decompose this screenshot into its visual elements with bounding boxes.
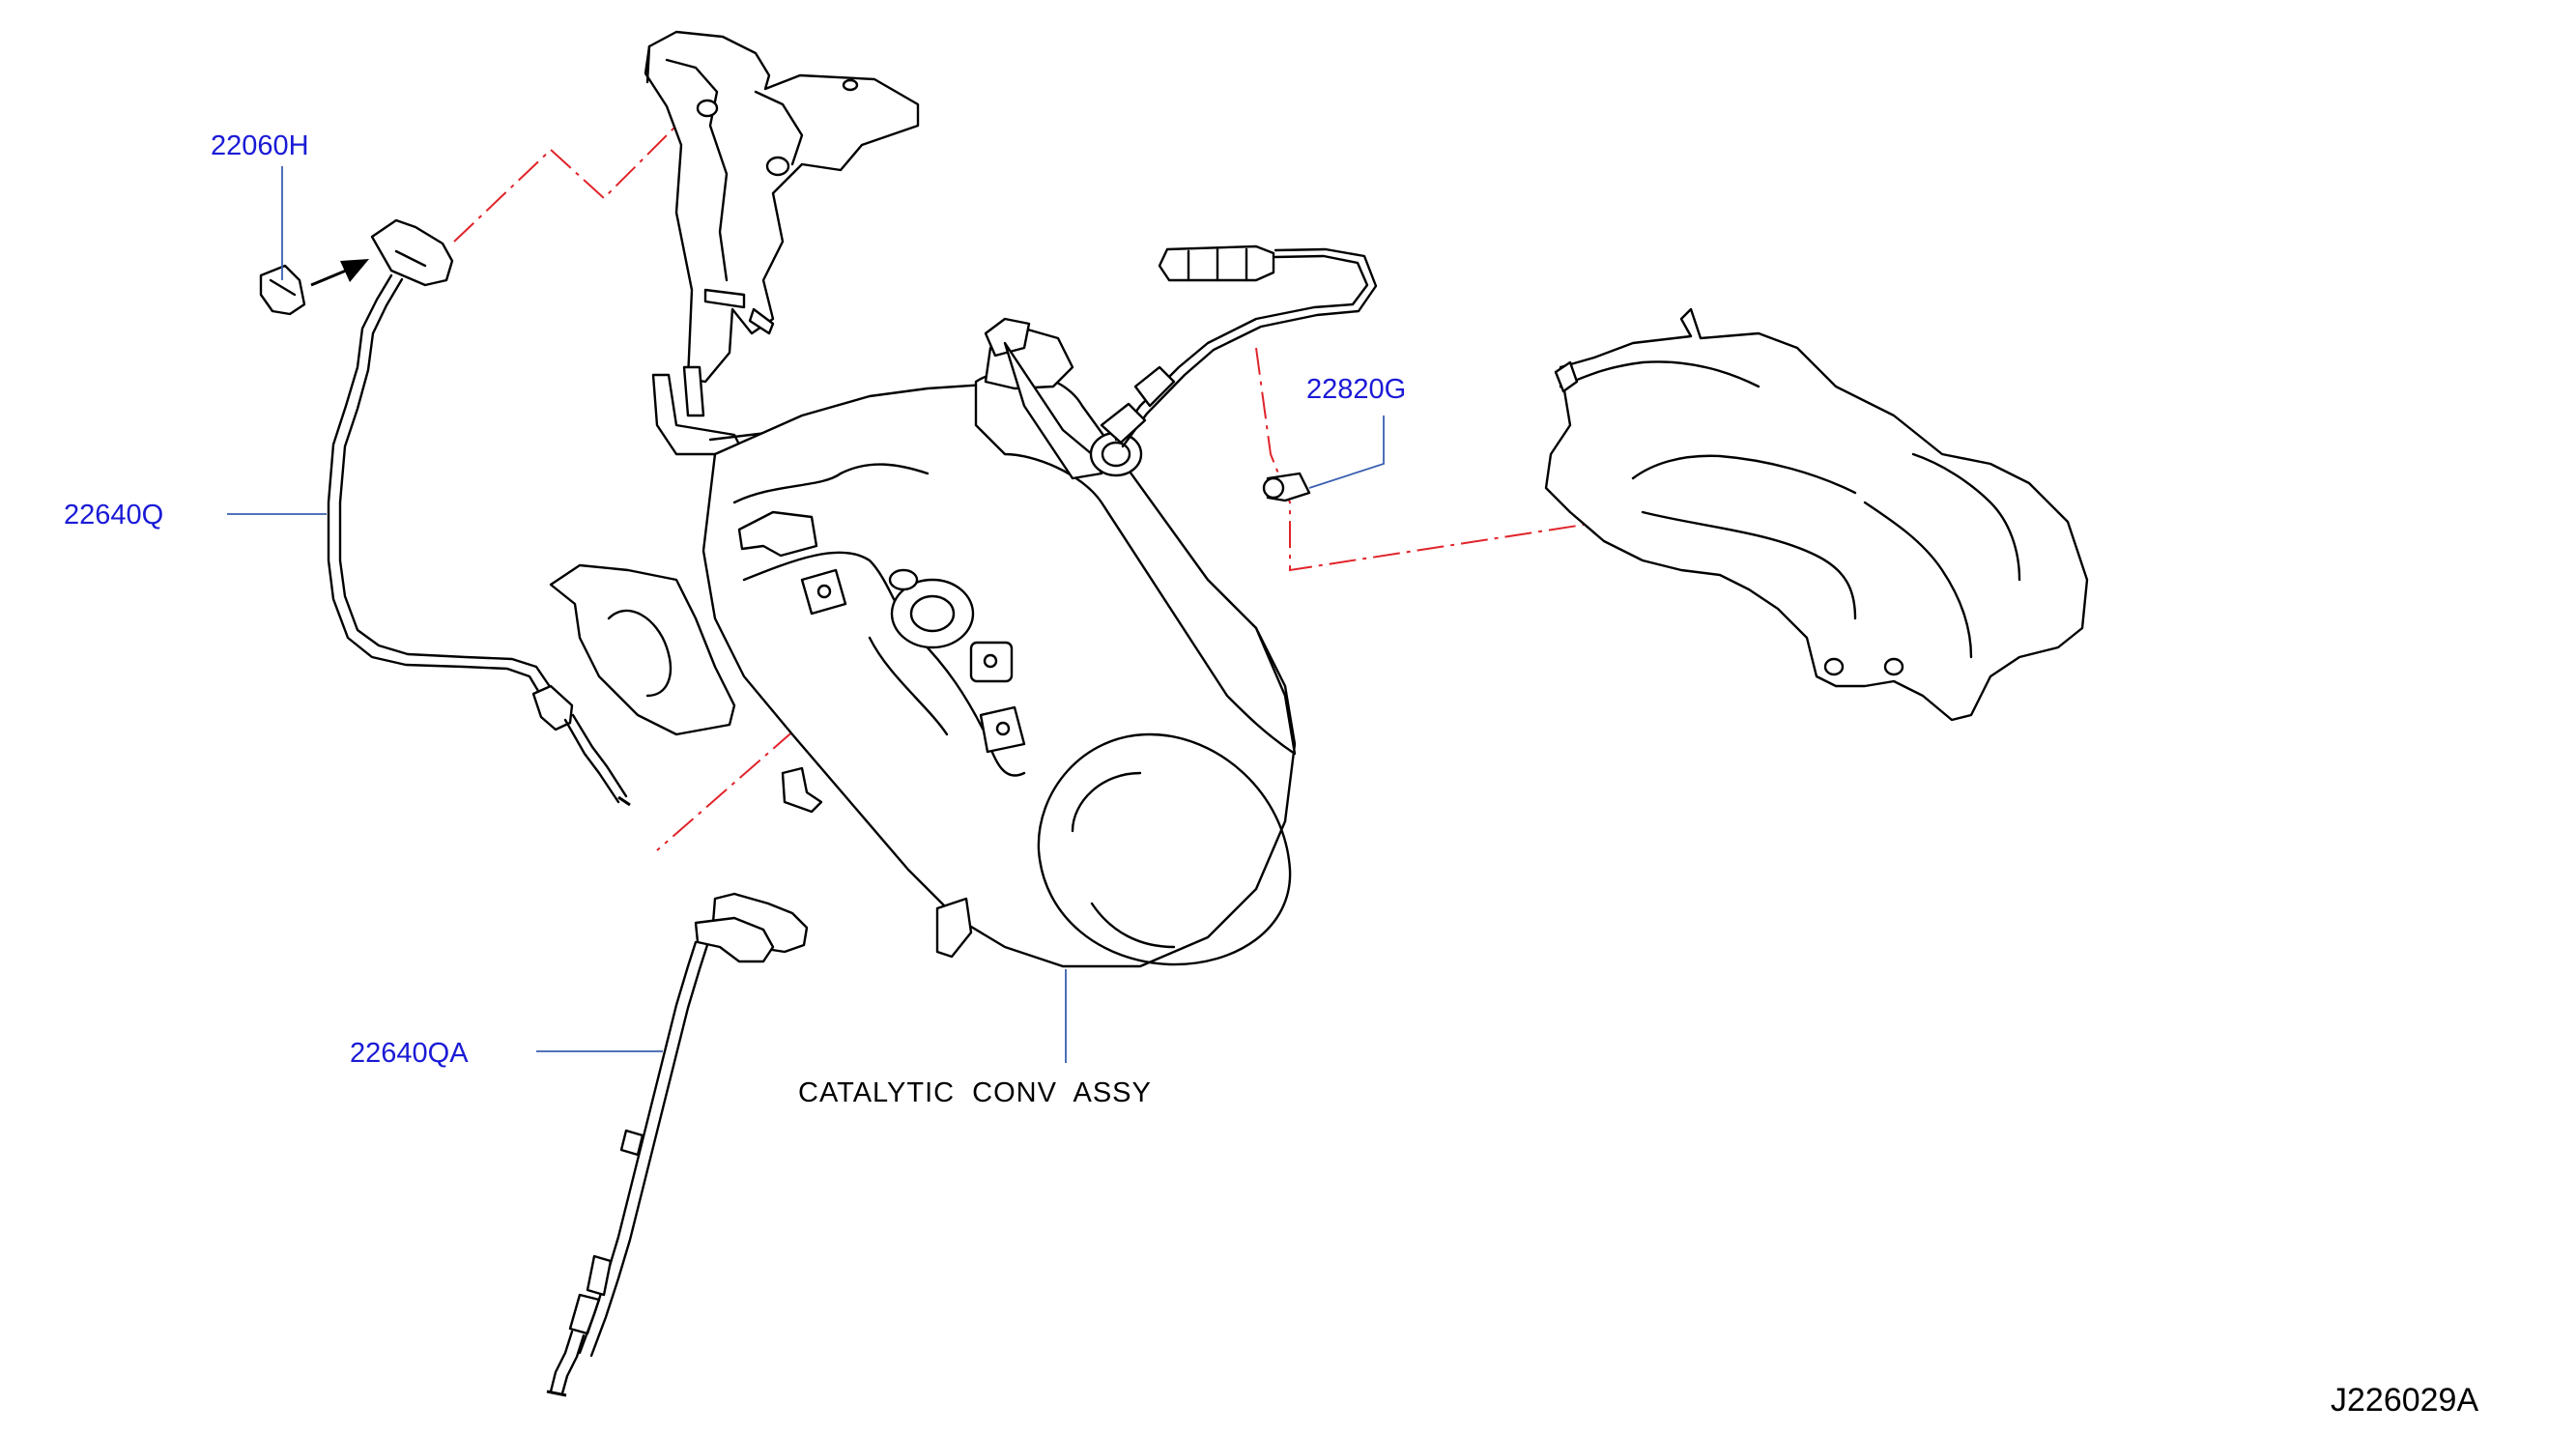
direction-arrow: [310, 259, 369, 287]
diagram-reference-code: J226029A: [2331, 1382, 2478, 1419]
exhaust-temp-sensor-22640qa: [546, 892, 809, 1397]
catalytic-conv-assy-label: CATALYTIC CONV ASSY: [798, 1077, 1152, 1108]
catalytic-converter: [549, 317, 1297, 968]
clip-22820g: [1262, 472, 1311, 502]
heat-shield-bracket: [644, 30, 920, 384]
part-label-22060h[interactable]: 22060H: [211, 130, 309, 161]
part-label-22820g[interactable]: 22820G: [1306, 374, 1406, 405]
o2-sensor-harness: [1100, 244, 1378, 448]
sensor-connector-22060h: [259, 264, 306, 316]
part-label-22640q[interactable]: 22640Q: [64, 500, 163, 531]
part-label-22640qa[interactable]: 22640QA: [350, 1038, 469, 1069]
exhaust-temp-sensor-22640q: [327, 218, 631, 807]
manifold-heat-cover: [1544, 307, 2089, 722]
leader-lines: [227, 166, 1385, 1063]
